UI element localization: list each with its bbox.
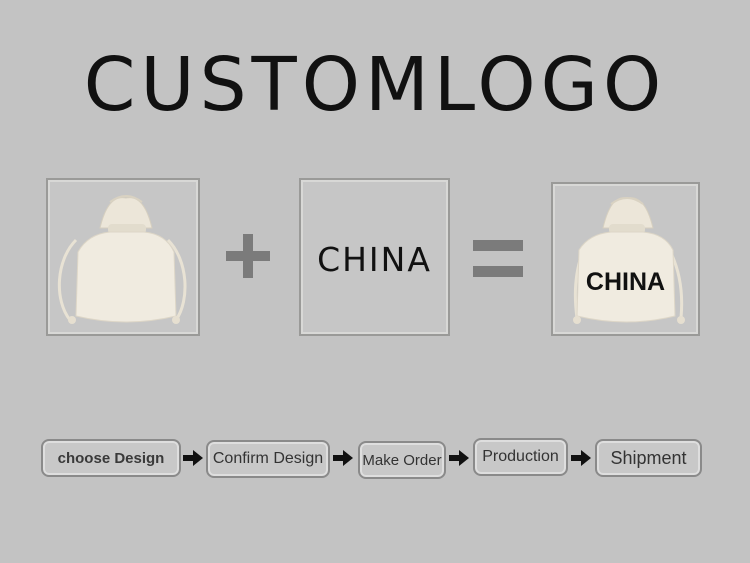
step-production: Production bbox=[473, 438, 568, 476]
result-bag-image bbox=[573, 197, 685, 324]
plain-bag-image bbox=[57, 195, 187, 324]
arrow-right-icon bbox=[449, 450, 469, 466]
arrow-right-icon bbox=[571, 450, 591, 466]
plus-icon bbox=[224, 232, 272, 280]
plain-bag-panel bbox=[46, 178, 200, 336]
arrow-right-icon bbox=[333, 450, 353, 466]
logo-text: CHINA bbox=[317, 240, 432, 279]
step-confirm-design: Confirm Design bbox=[206, 440, 330, 478]
step-choose-design: choose Design bbox=[41, 439, 181, 477]
result-bag-panel: CHINA bbox=[551, 182, 700, 336]
page-title: CUSTOMLOGO bbox=[83, 42, 667, 128]
arrow-right-icon bbox=[183, 450, 203, 466]
step-make-order: Make Order bbox=[358, 441, 446, 479]
bag-logo-text: CHINA bbox=[585, 268, 666, 296]
step-shipment: Shipment bbox=[595, 439, 702, 477]
logo-panel: CHINA bbox=[299, 178, 450, 336]
equals-icon bbox=[473, 240, 523, 278]
